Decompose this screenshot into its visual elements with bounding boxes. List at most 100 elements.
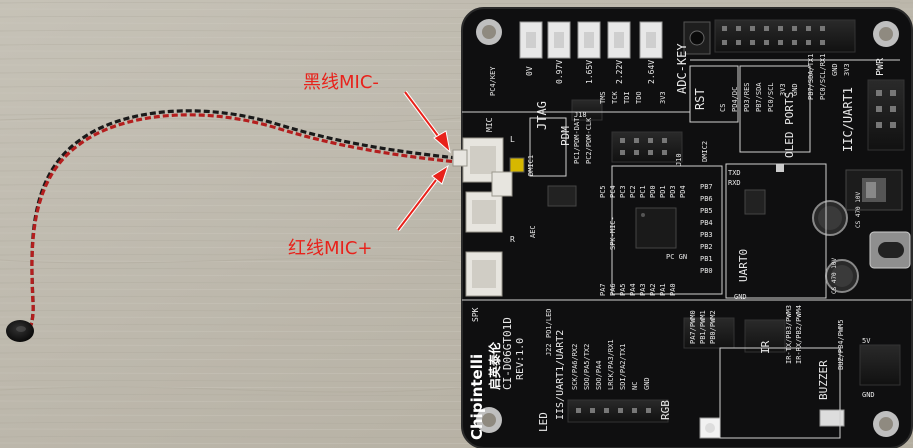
iis-pin-0: SCK/PA6/RX2 xyxy=(571,343,579,390)
jtag-pin-0: TMS xyxy=(599,91,607,104)
jtag-label: JTAG xyxy=(535,101,549,130)
rst-label: RST xyxy=(693,88,707,110)
key-voltage-4: 2.64V xyxy=(647,59,656,84)
rxd-label: RXD xyxy=(728,179,741,187)
ir-label: IR xyxy=(759,340,772,354)
pwr-gnd-label: GND xyxy=(862,391,875,399)
capacitor-1-label: CS 470 10V xyxy=(855,191,862,228)
board-model: CI-D06GT01D xyxy=(501,317,514,390)
pin_pb-label: PB5 xyxy=(700,207,713,215)
adc-key-label: ADC-KEY xyxy=(675,43,689,94)
aux-connector xyxy=(465,191,503,233)
capacitor-1 xyxy=(812,200,848,236)
annotation-arrow-black-wire xyxy=(403,90,451,154)
red-wire-annotation: 红线MIC+ xyxy=(288,238,373,259)
adc-key-switches xyxy=(519,21,711,59)
iic-pin-0: PB7/SDA/TX1 xyxy=(807,53,815,100)
iis-pin-6: GND xyxy=(643,377,651,390)
j18-header xyxy=(571,99,603,121)
iis-pin-5: NC xyxy=(631,381,639,390)
iis-pin-2: SDO/PA4 xyxy=(595,360,603,390)
pc-gn-label: PC GN xyxy=(666,253,688,261)
key-voltage-1: 0.97V xyxy=(555,59,564,84)
iis-pin-3: LRCK/PA3/RX1 xyxy=(607,339,615,390)
j18-label: J18 xyxy=(574,111,587,119)
pin_pc-label: PC4 xyxy=(609,185,617,198)
pin_pa-label: PA1 xyxy=(659,283,667,296)
pwm-header xyxy=(683,317,735,349)
oled-pin-1: PD4/DC xyxy=(731,86,739,112)
oled-pin-2: PD3/RES xyxy=(743,82,751,112)
jtag-pin-1: TCK xyxy=(611,91,619,104)
jtag-pin-2: TDI xyxy=(623,91,631,104)
pin_pc-label: PC2 xyxy=(629,185,637,198)
aec-label: AEC xyxy=(529,225,537,238)
board-revision: REV:1.0 xyxy=(515,337,526,380)
mic-plug xyxy=(452,149,468,167)
pwr-label-top: PWR xyxy=(875,57,886,76)
pin_pb-label: PB2 xyxy=(700,243,713,251)
pin_pb-label: PB3 xyxy=(700,231,713,239)
right-header xyxy=(867,79,905,151)
speaker-connector xyxy=(465,251,503,297)
pin_pa-label: PA3 xyxy=(639,283,647,296)
pin_pc-label: PD4 xyxy=(679,185,687,198)
key-voltage-0: 0V xyxy=(525,66,534,76)
left-channel-mark: L xyxy=(510,135,515,144)
pc4-key-label: PC4/KEY xyxy=(489,66,497,96)
rgb-label: RGB xyxy=(659,400,672,420)
dmic1-label: DMIC1 xyxy=(527,154,535,176)
pdm-pin-1: PC2/PDM-CLK xyxy=(585,117,593,164)
pin_pb-label: PB0 xyxy=(700,267,713,275)
pin_pc-label: PD1 xyxy=(659,185,667,198)
pin_pa-label: PA2 xyxy=(649,283,657,296)
black-wire-annotation: 黑线MIC- xyxy=(303,72,379,93)
pin_pb-label: PB6 xyxy=(700,195,713,203)
buzzer-header xyxy=(859,344,901,386)
pin_pb-label: PB1 xyxy=(700,255,713,263)
mic-connector xyxy=(452,137,504,183)
j10-header xyxy=(611,131,683,163)
pin_pc-label: PD0 xyxy=(649,185,657,198)
buzzer-pin: BUZ/PB4/PWM5 xyxy=(837,319,845,370)
oled-pin-3: PB7/SDA xyxy=(755,82,763,112)
main-chip xyxy=(635,207,677,249)
pin_pc-label: PD3 xyxy=(669,185,677,198)
pwr-5v-label: 5V xyxy=(862,337,871,345)
oled-pin-0: CS xyxy=(719,103,727,112)
small-ic xyxy=(744,189,766,215)
key-voltage-3: 2.22V xyxy=(615,59,624,84)
buzzer-label: BUZZER xyxy=(817,360,830,400)
small-ic xyxy=(547,185,577,207)
pin_pc-label: PC5 xyxy=(599,185,607,198)
iic-pin-3: 3V3 xyxy=(843,63,851,76)
spk-silk-label: SPK xyxy=(471,307,480,322)
capacitor-2-label: CS 470 10V xyxy=(831,257,838,294)
j10-label: J10 xyxy=(675,153,683,166)
j22-label: J22 xyxy=(545,343,553,356)
mounting-holes xyxy=(476,19,899,437)
uart0-label: UART0 xyxy=(737,248,750,282)
rgb-led xyxy=(699,417,721,439)
pcb-board xyxy=(452,7,913,448)
pin_pc-label: PC1 xyxy=(639,185,647,198)
small-connector xyxy=(491,171,513,197)
spk-mic-label: SPK-MIC- xyxy=(609,216,617,250)
oled-pin-6: GND xyxy=(791,83,799,96)
ir-header xyxy=(744,319,786,353)
dmic-module xyxy=(509,157,525,173)
pwm-pin-2: PB0/PWM2 xyxy=(709,310,717,344)
microphone-capsule xyxy=(6,320,34,342)
iis-pin-4: SDI/PA2/TX1 xyxy=(619,343,627,390)
microphone-wire xyxy=(27,109,458,332)
oled-pin-5: 3V3 xyxy=(779,83,787,96)
annotation-arrow-red-wire xyxy=(396,164,449,232)
pwm-pin-1: PB1/PWM1 xyxy=(699,310,707,344)
iis-uart-label: IIS/UART1/UART2 xyxy=(555,329,566,420)
pdm-label: PDM xyxy=(559,126,572,146)
iic-pin-2: GND xyxy=(831,63,839,76)
right-channel-mark: R xyxy=(510,235,515,244)
pin_pa-label: PA5 xyxy=(619,283,627,296)
pdm-pin-0: PC1/PDM-DAT xyxy=(573,117,581,164)
pin_pb-label: PB7 xyxy=(700,183,713,191)
